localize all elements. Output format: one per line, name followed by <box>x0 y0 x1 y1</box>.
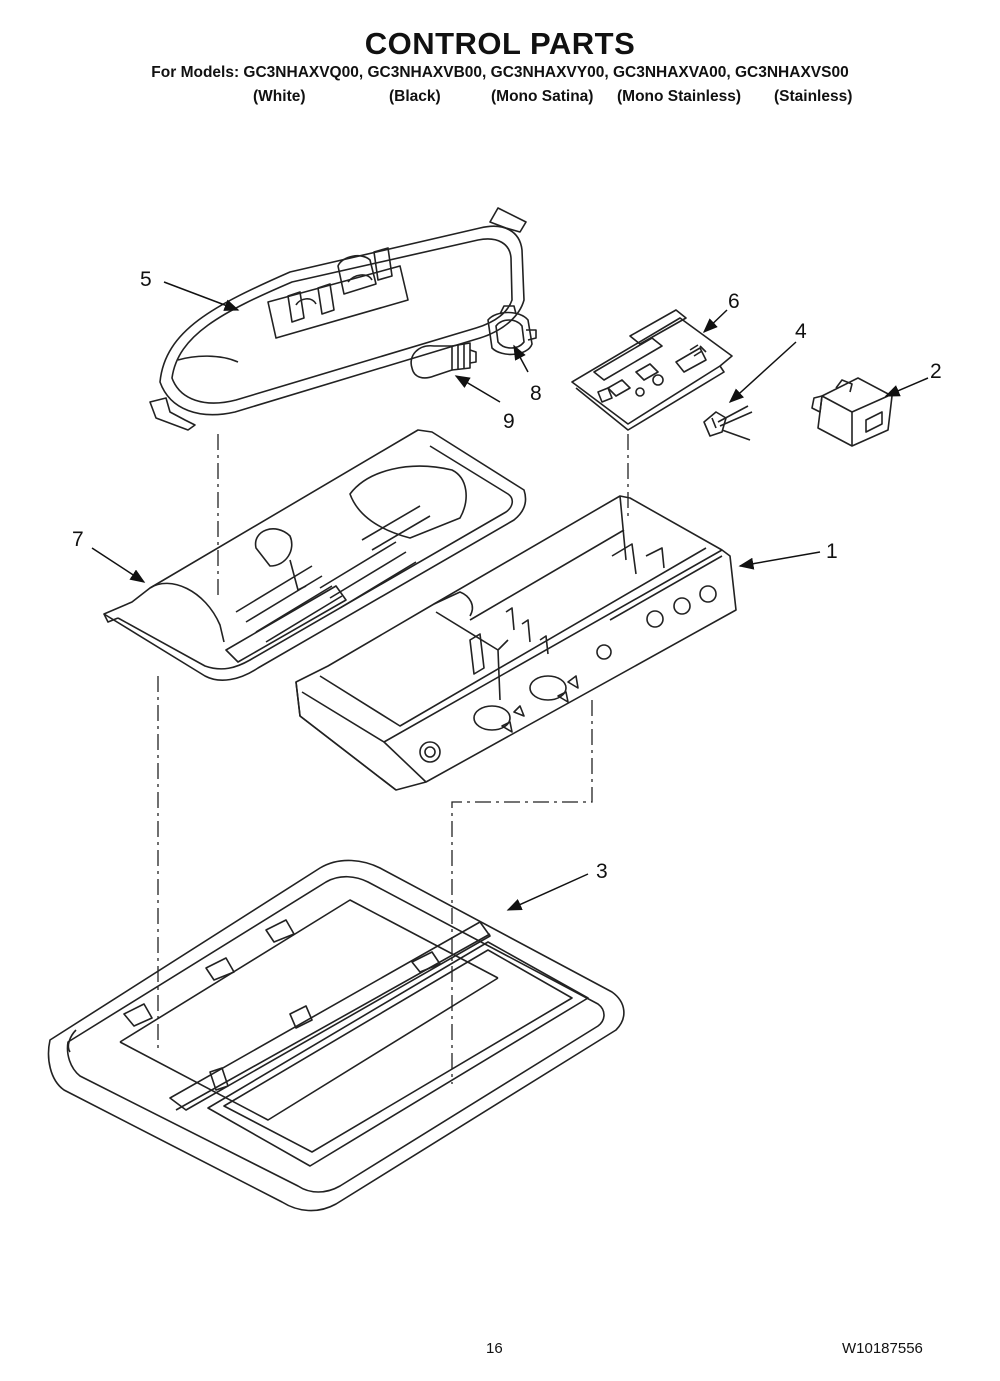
part-control-board <box>571 309 733 431</box>
callout-5: 5 <box>140 268 152 291</box>
part-light-diffuser <box>103 429 527 681</box>
color-label-mono-satina: (Mono Satina) <box>491 88 594 105</box>
part-switch <box>811 377 893 447</box>
callout-1: 1 <box>826 540 838 563</box>
color-label-mono-stainless: (Mono Stainless) <box>617 88 742 105</box>
part-bulb-socket <box>487 305 537 356</box>
callout-2: 2 <box>930 360 942 383</box>
part-sensor <box>703 405 753 441</box>
color-label-stainless: (Stainless) <box>774 88 853 105</box>
callout-3: 3 <box>596 860 608 883</box>
callout-7: 7 <box>72 528 84 551</box>
callout-9: 9 <box>503 410 515 433</box>
callout-6: 6 <box>728 290 740 313</box>
part-base-frame <box>47 859 625 1212</box>
part-light-bulb <box>410 342 477 379</box>
callout-arrows <box>91 281 929 911</box>
callout-labels: 5 6 4 2 8 9 7 1 3 <box>72 268 942 883</box>
part-control-housing <box>295 495 737 791</box>
callout-4: 4 <box>795 320 807 343</box>
part-light-housing <box>149 207 527 431</box>
callout-8: 8 <box>530 382 542 405</box>
models-line: For Models: GC3NHAXVQ00, GC3NHAXVB00, GC… <box>151 64 849 81</box>
color-label-black: (Black) <box>389 88 441 105</box>
assembly-lines <box>157 434 629 1084</box>
page-title: CONTROL PARTS <box>364 26 636 61</box>
color-label-white: (White) <box>253 88 306 105</box>
document-number: W10187556 <box>842 1340 923 1357</box>
page-number: 16 <box>486 1340 503 1357</box>
